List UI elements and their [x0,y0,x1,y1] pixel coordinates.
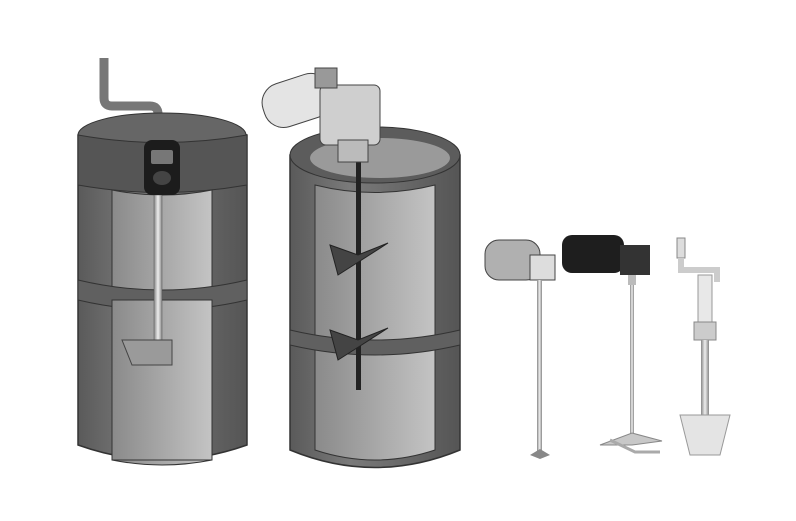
electric-mixer-small [484,239,556,459]
tank-with-dosing-pump [77,58,248,466]
tank-with-gear-motor-agitator [261,67,461,469]
dosing-pump [144,140,180,195]
gear-motor [261,67,381,163]
paddle [121,339,173,366]
impeller-lower [329,327,389,361]
agitator-shaft [356,160,361,390]
impeller-upper [329,242,389,276]
inlet-pipe [99,58,163,126]
manual-crank-mixer [676,237,731,456]
electric-mixer-propeller [562,235,663,454]
pump-shaft [153,194,163,346]
